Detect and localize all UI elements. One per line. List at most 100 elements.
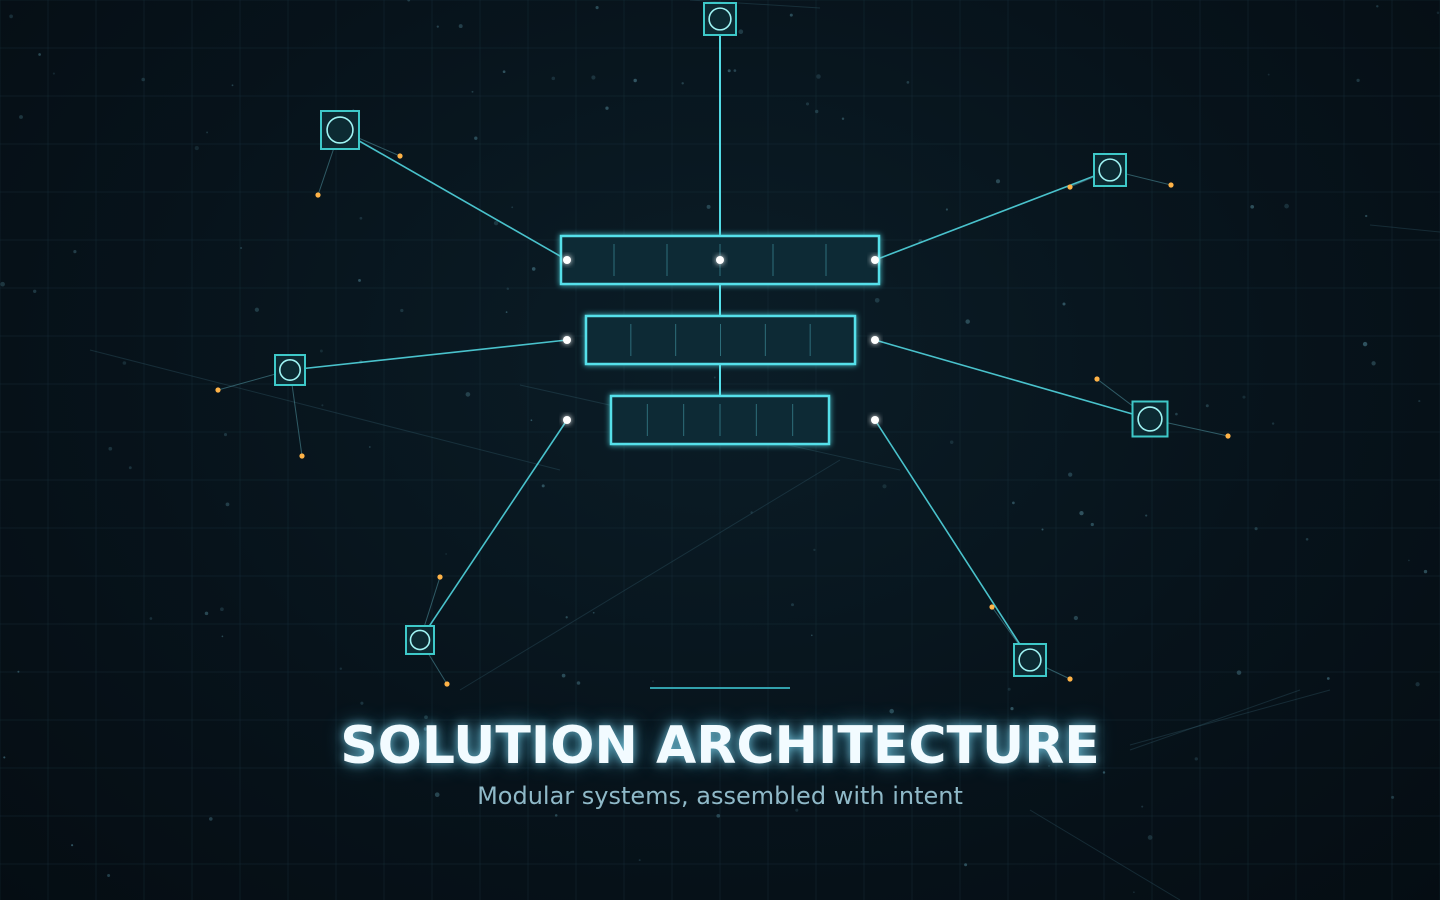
particle (1010, 707, 1014, 711)
particle (506, 287, 510, 291)
streak-line (1369, 224, 1440, 233)
node-lower-right (989, 604, 1073, 682)
module-stack (559, 234, 881, 446)
particle (595, 6, 599, 10)
particle (565, 616, 568, 619)
particle (220, 607, 224, 612)
node-spark (1225, 433, 1231, 439)
particle (706, 204, 711, 209)
particle (128, 466, 132, 470)
node-ring (278, 358, 301, 381)
particle (713, 376, 716, 379)
node-ring (1137, 406, 1163, 432)
particle (240, 246, 243, 250)
title-divider (650, 687, 790, 689)
particle (541, 484, 545, 488)
particle (221, 635, 224, 638)
port-dot (716, 256, 724, 264)
connection-line (874, 169, 1111, 261)
particle (511, 206, 514, 209)
particle (906, 81, 910, 84)
satellite-nodes (215, 2, 1231, 687)
node-spark (437, 574, 443, 580)
port-dot (563, 336, 571, 344)
particle (1090, 522, 1094, 527)
particle (321, 404, 324, 407)
node-spark (215, 387, 221, 393)
particle (1079, 510, 1084, 516)
particle (592, 611, 595, 614)
particle (882, 484, 887, 489)
particle (206, 131, 209, 134)
particle (810, 634, 813, 637)
streak-line (689, 0, 821, 9)
particle (738, 29, 744, 35)
connection-line (419, 419, 568, 641)
particle (208, 817, 213, 821)
connection-line (339, 129, 568, 261)
particle (554, 814, 558, 817)
particle (359, 216, 363, 220)
particle (1254, 527, 1258, 531)
particle (995, 179, 1001, 184)
particle (360, 701, 364, 705)
particle (436, 25, 439, 28)
node-lower-left (405, 574, 450, 687)
particle (107, 874, 111, 877)
port-dot (871, 336, 879, 344)
particle (254, 307, 260, 312)
particle (434, 792, 440, 798)
particle (1073, 615, 1079, 621)
particle (681, 82, 684, 85)
particle (458, 24, 463, 29)
streak-line (459, 459, 841, 691)
node-spark (397, 153, 403, 159)
node-ring (708, 7, 732, 31)
particle (122, 361, 127, 365)
particle (3, 756, 6, 759)
connection-line (874, 419, 1031, 661)
particle (1436, 11, 1440, 15)
particle (149, 617, 153, 620)
port-dot (871, 256, 879, 264)
particle (52, 72, 55, 75)
particle (73, 250, 77, 254)
particle (71, 844, 74, 847)
particle (652, 680, 654, 683)
node-spark (1067, 184, 1073, 190)
particle (1371, 361, 1376, 366)
particle (637, 792, 642, 796)
streak-line (1129, 689, 1301, 751)
particle (19, 115, 23, 119)
particle (204, 611, 209, 616)
particle (0, 281, 5, 287)
particle (38, 53, 41, 56)
node-top (703, 2, 737, 36)
particle (1365, 214, 1368, 218)
particle (1250, 204, 1255, 209)
particle (1284, 203, 1289, 209)
particle (813, 548, 816, 552)
port-dot (563, 416, 571, 424)
node-ring (1018, 648, 1042, 672)
particle (1362, 341, 1368, 347)
particle (423, 727, 428, 731)
particle (1012, 501, 1015, 505)
node-mid-left (215, 354, 306, 459)
particle (1242, 395, 1246, 399)
particle (551, 76, 556, 81)
particle (493, 220, 499, 226)
particle (530, 419, 533, 422)
particle (531, 267, 536, 271)
particle (474, 136, 478, 140)
particle (1271, 422, 1275, 425)
node-upper-left (315, 110, 403, 198)
particle (805, 102, 810, 106)
page-subtitle: Modular systems, assembled with intent (477, 782, 963, 810)
particle (791, 603, 794, 607)
particle (733, 69, 737, 72)
streak-line (89, 349, 561, 471)
particle (716, 813, 721, 818)
particle (561, 673, 566, 678)
